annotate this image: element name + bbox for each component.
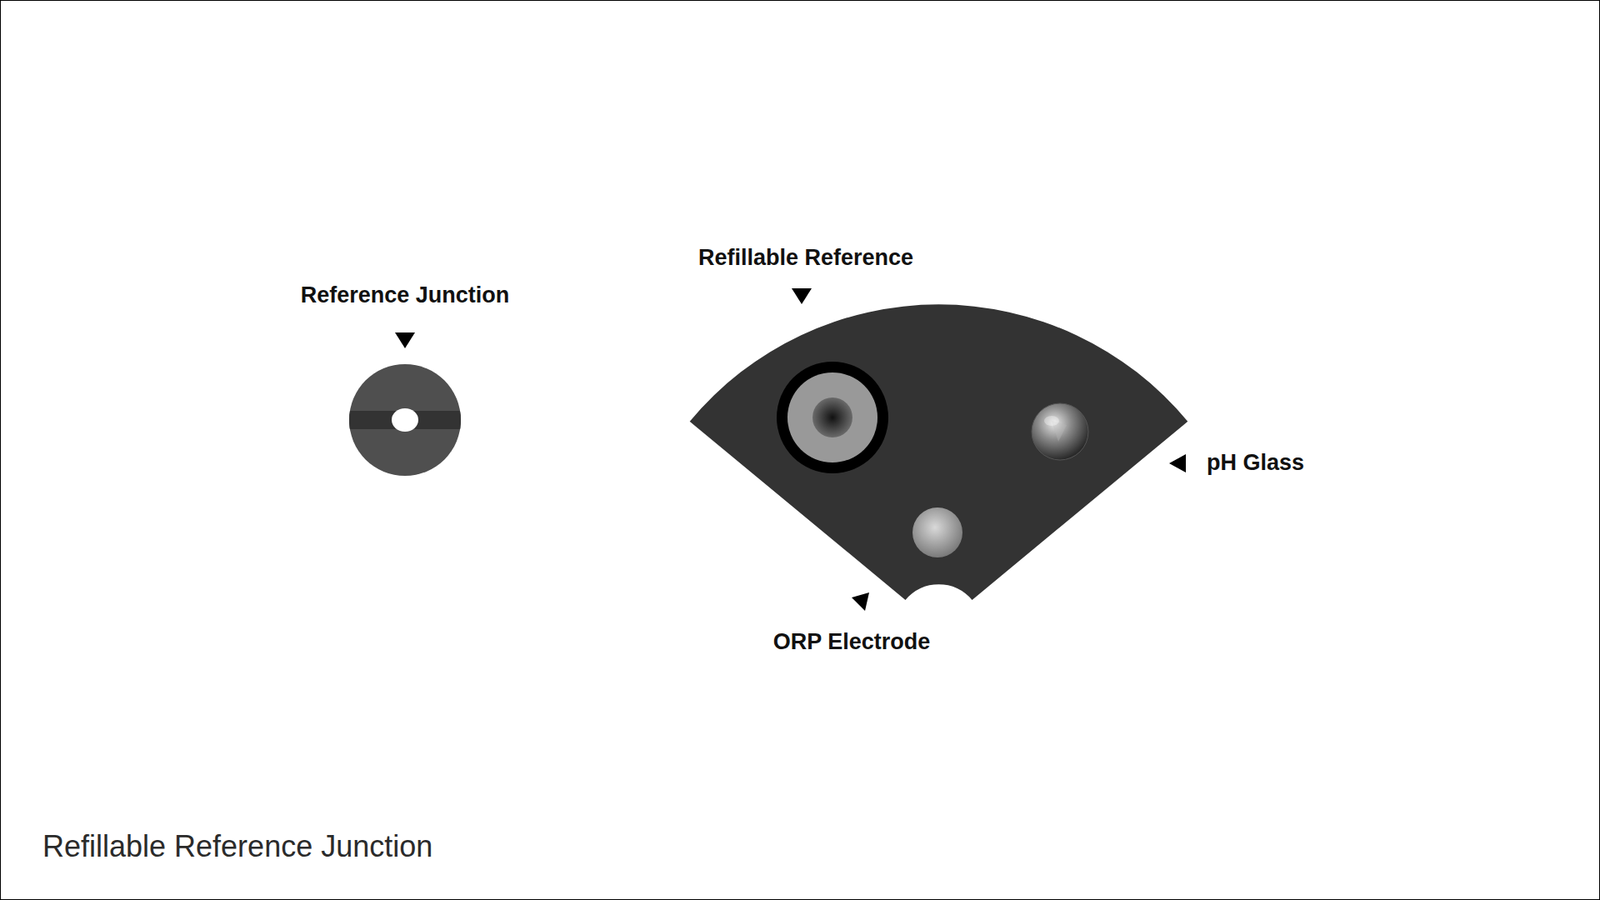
pointer-triangle (395, 332, 415, 349)
caption: Refillable Reference Junction (42, 828, 433, 865)
part-label: ORP Electrode (773, 628, 931, 655)
orp-electrode (912, 507, 963, 558)
pointer-triangle (791, 288, 812, 305)
refillable-reference-port (776, 361, 889, 474)
pointer-triangle (851, 592, 870, 611)
part-label: pH Glass (1206, 449, 1305, 476)
part-label: Refillable Reference (698, 244, 914, 271)
part-label: Reference Junction (300, 281, 510, 309)
ph-glass-bulb (1031, 403, 1089, 460)
junction-disc (349, 364, 461, 476)
pointer-triangle (1169, 454, 1186, 473)
probe-face (690, 304, 1189, 600)
